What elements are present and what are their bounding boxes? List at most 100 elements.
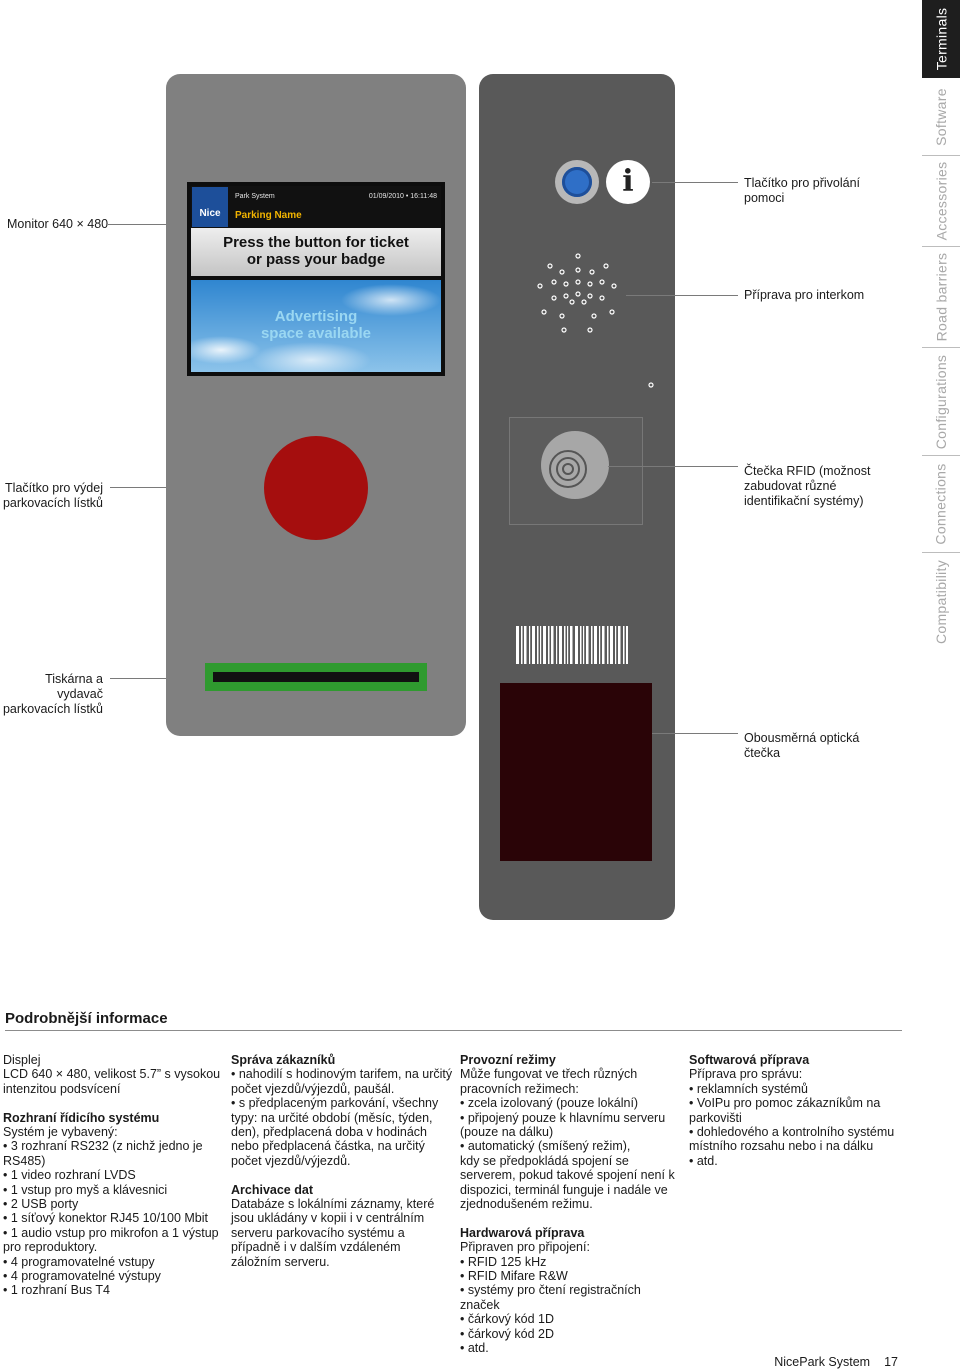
details-line: intenzitou podsvícení — [3, 1081, 121, 1096]
sidetab-accessories[interactable]: Accessories — [933, 161, 949, 241]
details-line: Může fungovat ve třech různých — [460, 1067, 638, 1082]
section-title: Podrobnější informace — [5, 1010, 168, 1027]
sidetab-software[interactable]: Software — [933, 88, 949, 146]
sidetab-road-barriers[interactable]: Road barriers — [933, 252, 949, 342]
details-line: LCD 640 × 480, velikost 5.7” s vysokou — [3, 1067, 221, 1082]
lcd-monitor: Nice Park System 01/09/2010 • 16:11:48 P… — [187, 182, 445, 376]
details-line: RS485) — [3, 1153, 46, 1168]
details-line: záložním serveru. — [231, 1254, 330, 1269]
details-column-2: Správa zákazníků• nahodilí s hodinovým t… — [231, 1053, 455, 1269]
details-line: Databáze s lokálními záznamy, které — [231, 1197, 435, 1212]
details-line: • atd. — [689, 1153, 718, 1168]
details-line: parkovišti — [689, 1110, 742, 1125]
info-icon[interactable]: i — [606, 160, 650, 204]
details-line: den), předplacená doba v hodinách — [231, 1125, 427, 1140]
details-line: jsou ukládány v kopii i v centrálním — [231, 1211, 425, 1226]
details-line: • čárkový kód 2D — [460, 1326, 554, 1341]
callout-intercom: Příprava pro interkom — [744, 288, 865, 302]
nice-logo: Nice — [192, 187, 228, 227]
leader-line — [108, 224, 188, 225]
details-line: Displej — [3, 1053, 41, 1067]
details-line: zjednodušeném režimu. — [460, 1197, 593, 1212]
details-line: • 3 rozhraní RS232 (z nichž jedno je — [3, 1139, 203, 1154]
details-heading: Provozní režimy — [460, 1053, 556, 1067]
leader-line — [608, 466, 738, 467]
sidetab-compatibility[interactable]: Compatibility — [933, 559, 950, 644]
sidetab-configurations[interactable]: Configurations — [933, 354, 950, 449]
tab-separator — [922, 246, 960, 247]
details-line: • 2 USB porty — [3, 1197, 79, 1212]
details-line: pro reproduktory. — [3, 1240, 98, 1255]
details-line: počet vjezdů/výjezdů. — [231, 1153, 351, 1168]
details-line: serveru parkovacího systému a — [231, 1225, 405, 1240]
leader-line — [652, 733, 738, 734]
details-heading: Archivace dat — [231, 1182, 313, 1197]
sidetab-connections[interactable]: Connections — [933, 463, 950, 545]
callout-printer: Tiskárna a vydavač parkovacích lístků — [2, 672, 103, 716]
details-line: • systémy pro čtení registračních — [460, 1283, 641, 1298]
callout-rfid: Čtečka RFID (možnost zabudovat různé ide… — [744, 464, 871, 508]
details-line: • 1 rozhraní Bus T4 — [3, 1283, 110, 1298]
spacer — [460, 1211, 684, 1225]
details-line: • reklamních systémů — [689, 1081, 808, 1096]
details-line: kdy se předpokládá spojení se — [460, 1153, 629, 1168]
screen-advert: Advertising space available — [191, 280, 441, 372]
screen-header: Nice Park System 01/09/2010 • 16:11:48 P… — [191, 186, 441, 228]
tab-separator — [922, 347, 960, 348]
barcode-icon — [516, 626, 628, 664]
tab-separator — [922, 155, 960, 156]
details-heading: Správa zákazníků — [231, 1053, 336, 1067]
leader-line — [110, 678, 208, 679]
details-line: značek — [460, 1297, 500, 1312]
callout-optical-reader: Obousměrná optická čtečka — [744, 731, 860, 760]
details-line: Příprava pro správu: — [689, 1067, 803, 1082]
footer-brand: NicePark System — [774, 1355, 871, 1369]
ticket-terminal-panel — [166, 74, 466, 736]
rfid-reader-icon — [541, 431, 609, 499]
details-heading: Softwarová příprava — [689, 1053, 810, 1067]
details-line: pracovních režimech: — [460, 1081, 579, 1096]
details-line: případně i v dalším vzdáleném — [231, 1240, 401, 1255]
details-line: Systém je vybavený: — [3, 1125, 118, 1140]
callout-ticket-button: Tlačítko pro výdej parkovacích lístků — [2, 481, 103, 510]
ticket-slot-opening — [213, 672, 419, 682]
screen-system-name: Park System — [235, 193, 275, 200]
tab-separator — [922, 552, 960, 553]
details-line: • atd. — [460, 1341, 489, 1356]
page-number: 17 — [884, 1355, 898, 1369]
call-button-icon[interactable] — [555, 160, 599, 204]
details-line: Připraven pro připojení: — [460, 1240, 590, 1255]
spacer — [3, 1096, 225, 1110]
details-line: • dohledového a kontrolního systému — [689, 1125, 895, 1140]
callout-monitor: Monitor 640 × 480 — [7, 217, 109, 231]
details-line: nebo předplacená částka, na určitý — [231, 1139, 425, 1154]
details-line: místního rozsahu nebo i na dálku — [689, 1139, 874, 1154]
details-line: serverem, pokud takové spojení není k — [460, 1168, 675, 1183]
details-heading: Hardwarová příprava — [460, 1225, 585, 1240]
details-line: • s předplaceným parkování, všechny — [231, 1096, 439, 1111]
details-line: • automatický (smíšený režim), — [460, 1139, 631, 1154]
details-line: • 4 programovatelné vstupy — [3, 1254, 155, 1269]
ticket-button[interactable] — [264, 436, 368, 540]
tab-separator — [922, 455, 960, 456]
leader-line — [626, 295, 738, 296]
details-line: počet vjezdů/výjezdů, paušál. — [231, 1081, 395, 1096]
optical-reader-window — [500, 683, 652, 861]
section-divider — [5, 1030, 902, 1031]
details-line: • 1 síťový konektor RJ45 10/100 Mbit — [3, 1211, 208, 1226]
details-line: • zcela izolovaný (pouze lokální) — [460, 1096, 639, 1111]
details-line: • 1 audio vstup pro mikrofon a 1 výstup — [3, 1225, 219, 1240]
sidetab-terminals[interactable]: Terminals — [922, 0, 960, 78]
spacer — [231, 1168, 455, 1182]
details-line: • 1 video rozhraní LVDS — [3, 1168, 136, 1183]
screen-message: Press the button for ticket or pass your… — [191, 228, 441, 276]
microphone-hole-icon — [648, 382, 654, 388]
leader-line — [652, 182, 738, 183]
call-button-face — [562, 167, 592, 197]
details-line: • VoIPu pro pomoc zákazníkům na — [689, 1096, 881, 1111]
page-footer: NicePark System 17 — [774, 1355, 898, 1369]
details-line: (pouze na dálku) — [460, 1125, 554, 1140]
